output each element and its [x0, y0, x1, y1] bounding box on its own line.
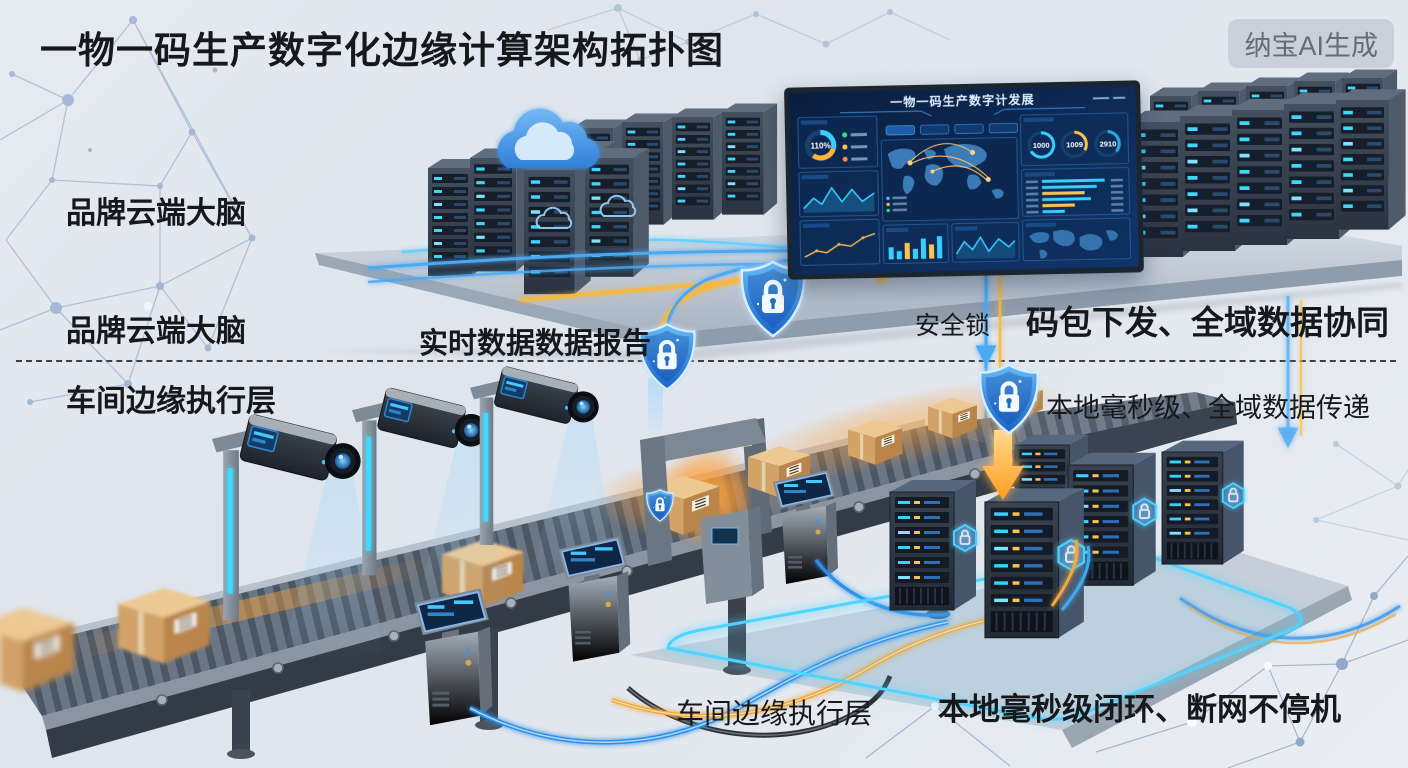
dashboard-screen: 一物一码生产数字计发展 110% [784, 80, 1144, 280]
shield-lock-icon-right [980, 365, 1037, 433]
cloud-icon [497, 108, 599, 169]
carton-box-glowing [927, 397, 978, 439]
carton-box [441, 539, 525, 608]
gauge-value: 110% [810, 141, 830, 150]
cable-blue-right [1179, 596, 1401, 640]
carton-box [117, 587, 211, 665]
counter-1: 1000 [1033, 141, 1050, 150]
cloud-outline-icon [535, 194, 637, 229]
label-cloud-brain-mid: 品牌云端大脑 [66, 315, 246, 348]
label-security-lock: 安全锁 [915, 312, 991, 340]
mesh-bottom-right [865, 555, 1408, 768]
edge-server-rack [1162, 441, 1244, 564]
cable-blue-short [814, 558, 951, 617]
hmi-terminals [413, 469, 839, 727]
carton-boxes [0, 539, 525, 693]
ai-generated-badge: 纳宝AI生成 [1228, 19, 1394, 68]
scanner-gate [640, 418, 772, 566]
dashboard-title: 一物一码生产数字计发展 [890, 92, 1035, 110]
counter-3: 2910 [1099, 139, 1116, 148]
label-code-distribution: 码包下发、全域数据协同 [1026, 304, 1389, 341]
carton-box-glowing [847, 419, 903, 466]
cloud-server-racks-left [428, 103, 778, 295]
mesh-right-mid [1313, 441, 1408, 541]
edge-server-rack [1068, 453, 1156, 586]
edge-server-racks [890, 435, 1244, 638]
gate-beams [645, 365, 725, 441]
server-racks-right [1128, 69, 1406, 257]
edge-server-rack [890, 480, 976, 610]
security-shields [640, 262, 1038, 433]
counter-2: 1009 [1066, 140, 1083, 149]
bar-chart-panel [882, 223, 949, 265]
wave-chart-panel [951, 221, 1020, 263]
world-map-panel [880, 136, 1019, 222]
edge-server-rack [985, 488, 1084, 638]
vision-camera [352, 387, 507, 612]
label-cloud-brain-top: 品牌云端大脑 [66, 197, 246, 230]
download-arrow-yellow [982, 430, 1024, 500]
flow-curve-yellow-down [655, 263, 899, 380]
hmi-terminal [557, 535, 632, 663]
page-title: 一物一码生产数字化边缘计算架构拓扑图 [40, 30, 724, 71]
map-legend [886, 196, 907, 212]
mini-map-panel [1022, 217, 1132, 262]
hbar-panel [1020, 166, 1131, 217]
gauge-legend [842, 132, 868, 162]
dashboard-content: 一物一码生产数字计发展 110% [789, 86, 1139, 274]
conveyor-bolts [156, 468, 981, 706]
label-realtime-report: 实时数据数据报告 [419, 328, 652, 360]
carton-box-scanned [647, 475, 721, 536]
carton-box [0, 607, 75, 693]
vision-camera [212, 414, 382, 661]
map-arcs [909, 143, 990, 181]
dashboard-tabs [885, 122, 1019, 136]
hmi-terminal [413, 587, 494, 727]
grey-pedestal [700, 506, 764, 604]
area-chart [803, 186, 875, 213]
layer-divider-dashed-line [16, 360, 1396, 362]
gauge-donut: 110% [804, 129, 837, 162]
cable-yellow-right [1187, 604, 1397, 645]
edge-server-rack [1015, 435, 1088, 546]
label-local-latency: 本地毫秒级、全域数据传递 [1046, 393, 1370, 423]
shield-lock-icon-small [647, 490, 673, 521]
carton-box-glowing [1001, 383, 1044, 418]
label-edge-layer: 车间边缘执行层 [66, 385, 276, 418]
dashboard-left-column: 110% [797, 115, 881, 266]
counter-rings-panel: 1000 1009 2910 [1019, 112, 1130, 167]
label-workshop-edge-bottom: 车间边缘执行层 [676, 698, 873, 729]
vision-camera [470, 366, 617, 580]
label-local-loop: 本地毫秒级闭环、断网不停机 [938, 692, 1341, 727]
hmi-terminal [772, 469, 839, 585]
carton-box-glowing [747, 445, 812, 499]
